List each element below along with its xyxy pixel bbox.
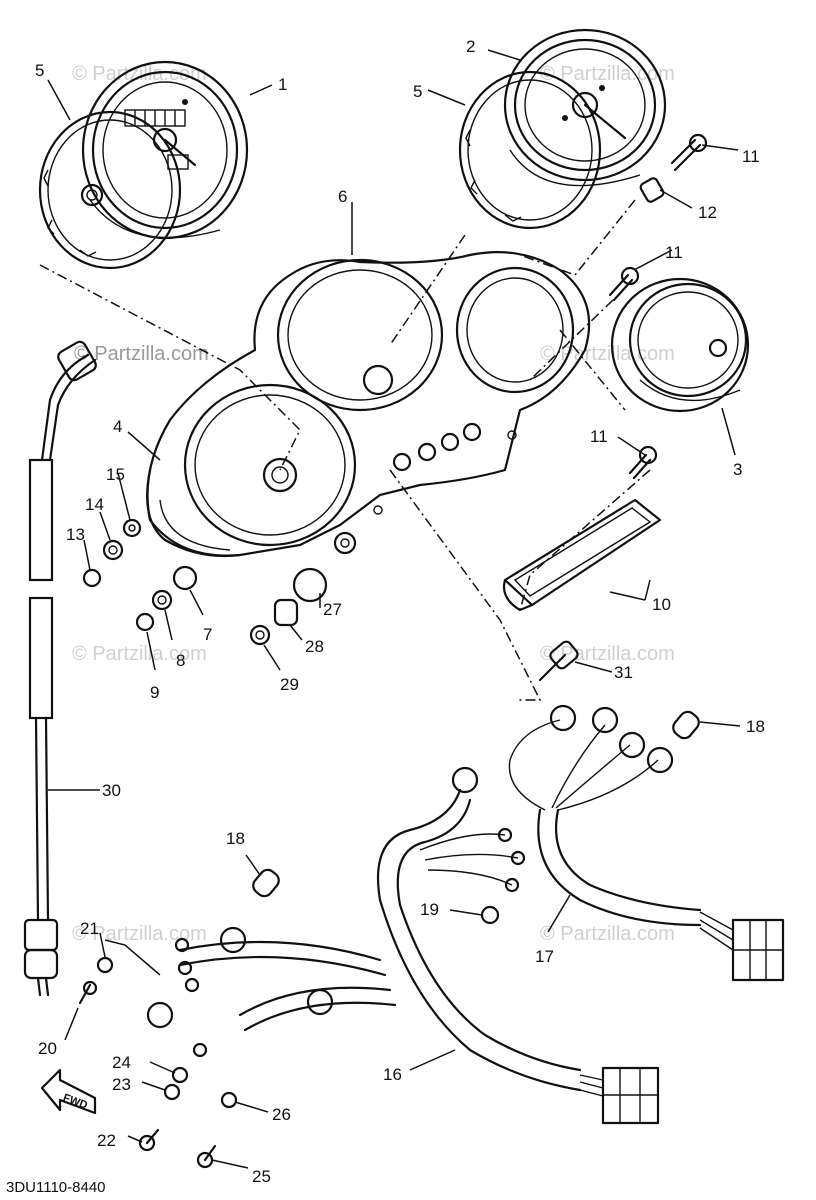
- callout-24: 24: [112, 1053, 131, 1072]
- tachometer-2: [458, 28, 667, 230]
- callout-5: 5: [35, 61, 44, 80]
- diagram-code: 3DU1110-8440: [6, 1179, 106, 1196]
- callout-leaders: [47, 49, 741, 1169]
- callout-17: 17: [535, 947, 554, 966]
- callout-18: 18: [226, 829, 245, 848]
- callout-16: 16: [383, 1065, 402, 1084]
- watermark: © Partzilla.com: [74, 343, 209, 365]
- callout-11: 11: [742, 147, 760, 166]
- callout-8: 8: [176, 651, 185, 670]
- callout-7: 7: [203, 625, 212, 644]
- callout-labels: 1 2 3 4 5 5 6 7 8 9 10 11 11 11 12 13 14…: [35, 37, 765, 1186]
- callout-9: 9: [150, 683, 159, 702]
- gauge-3: [610, 277, 750, 413]
- callout-22: 22: [97, 1131, 116, 1150]
- callout-4: 4: [113, 417, 122, 436]
- callout-29: 29: [280, 675, 299, 694]
- callout-21: 21: [80, 919, 99, 938]
- hardware: [78, 133, 708, 1169]
- callout-10: 10: [652, 595, 671, 614]
- callout-6: 6: [338, 187, 347, 206]
- speedometer-1: [38, 60, 249, 270]
- fwd-label: FWD: [61, 1092, 89, 1112]
- callout-1: 1: [278, 75, 287, 94]
- watermark: © Partzilla.com: [72, 63, 207, 85]
- watermarks: © Partzilla.com © Partzilla.com © Partzi…: [72, 63, 675, 945]
- callout-31: 31: [614, 663, 633, 682]
- callout-14: 14: [85, 495, 104, 514]
- callout-30: 30: [102, 781, 121, 800]
- assembly-lines: [39, 199, 651, 701]
- wire-harness-16: [146, 766, 660, 1125]
- callout-5: 5: [413, 82, 422, 101]
- callout-11: 11: [665, 243, 683, 262]
- speedometer-cable-30: [23, 340, 97, 997]
- indicator-lens-10: [502, 498, 662, 612]
- forward-arrow: FWD: [40, 1068, 97, 1115]
- callout-20: 20: [38, 1039, 57, 1058]
- callout-28: 28: [305, 637, 324, 656]
- watermark: © Partzilla.com: [540, 343, 675, 365]
- callout-11: 11: [590, 427, 608, 446]
- meter-housing-6: [146, 251, 591, 557]
- wire-harness-17: [508, 704, 785, 982]
- watermark: © Partzilla.com: [540, 923, 675, 945]
- case-4: [146, 468, 242, 558]
- watermark: © Partzilla.com: [540, 63, 675, 85]
- callout-15: 15: [106, 465, 125, 484]
- callout-3: 3: [733, 460, 742, 479]
- callout-2: 2: [466, 37, 475, 56]
- watermark: © Partzilla.com: [72, 643, 207, 665]
- callout-12: 12: [698, 203, 717, 222]
- callout-19: 19: [420, 900, 439, 919]
- callout-18: 18: [746, 717, 765, 736]
- callout-23: 23: [112, 1075, 131, 1094]
- callout-26: 26: [272, 1105, 291, 1124]
- callout-27: 27: [323, 600, 342, 619]
- callout-25: 25: [252, 1167, 271, 1186]
- callout-13: 13: [66, 525, 85, 544]
